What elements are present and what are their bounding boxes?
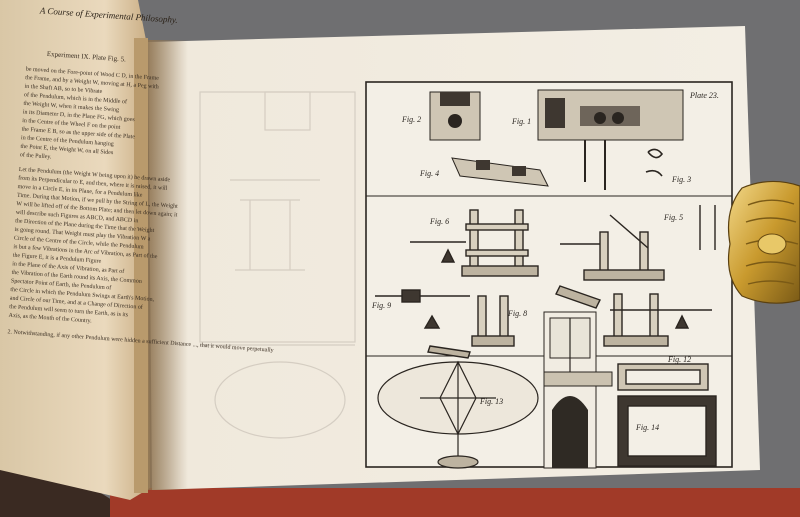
figure-5-drawing	[560, 205, 716, 281]
figure-8-9-drawing	[375, 289, 515, 359]
fig-5-label: Fig. 5	[663, 213, 683, 222]
figure-13-drawing	[377, 360, 539, 469]
bottom-cover-edge	[110, 488, 800, 517]
plate-number: Plate 23.	[689, 91, 719, 100]
fig-1-label: Fig. 1	[511, 117, 531, 126]
left-page-line: of the Pulley.	[20, 151, 53, 160]
figure-7-drawing	[555, 285, 712, 347]
fig-8-label: Fig. 8	[507, 309, 527, 318]
fig-6-label: Fig. 6	[429, 217, 449, 226]
figure-2-drawing	[429, 91, 481, 141]
fig-4-label: Fig. 4	[419, 169, 439, 178]
fig-9-label: Fig. 9	[371, 301, 391, 310]
left-page-edge	[134, 38, 148, 493]
figure-arch-drawing	[543, 311, 613, 469]
fig-13-label: Fig. 13	[479, 397, 503, 406]
figure-6-drawing	[410, 209, 539, 277]
figure-3-drawing	[645, 148, 664, 177]
fig-12-label: Fig. 12	[667, 355, 691, 364]
fig-14-label: Fig. 14	[635, 423, 659, 432]
fig-3-label: Fig. 3	[671, 175, 691, 184]
fig-2-label: Fig. 2	[401, 115, 421, 124]
figure-4-drawing	[451, 157, 549, 187]
figure-1-drawing	[537, 89, 684, 190]
gutter-shadow	[148, 40, 188, 490]
gold-clasp	[727, 180, 800, 304]
figure-12-drawing	[617, 363, 717, 467]
left-page	[0, 0, 150, 500]
show-through-ghost	[199, 91, 356, 439]
